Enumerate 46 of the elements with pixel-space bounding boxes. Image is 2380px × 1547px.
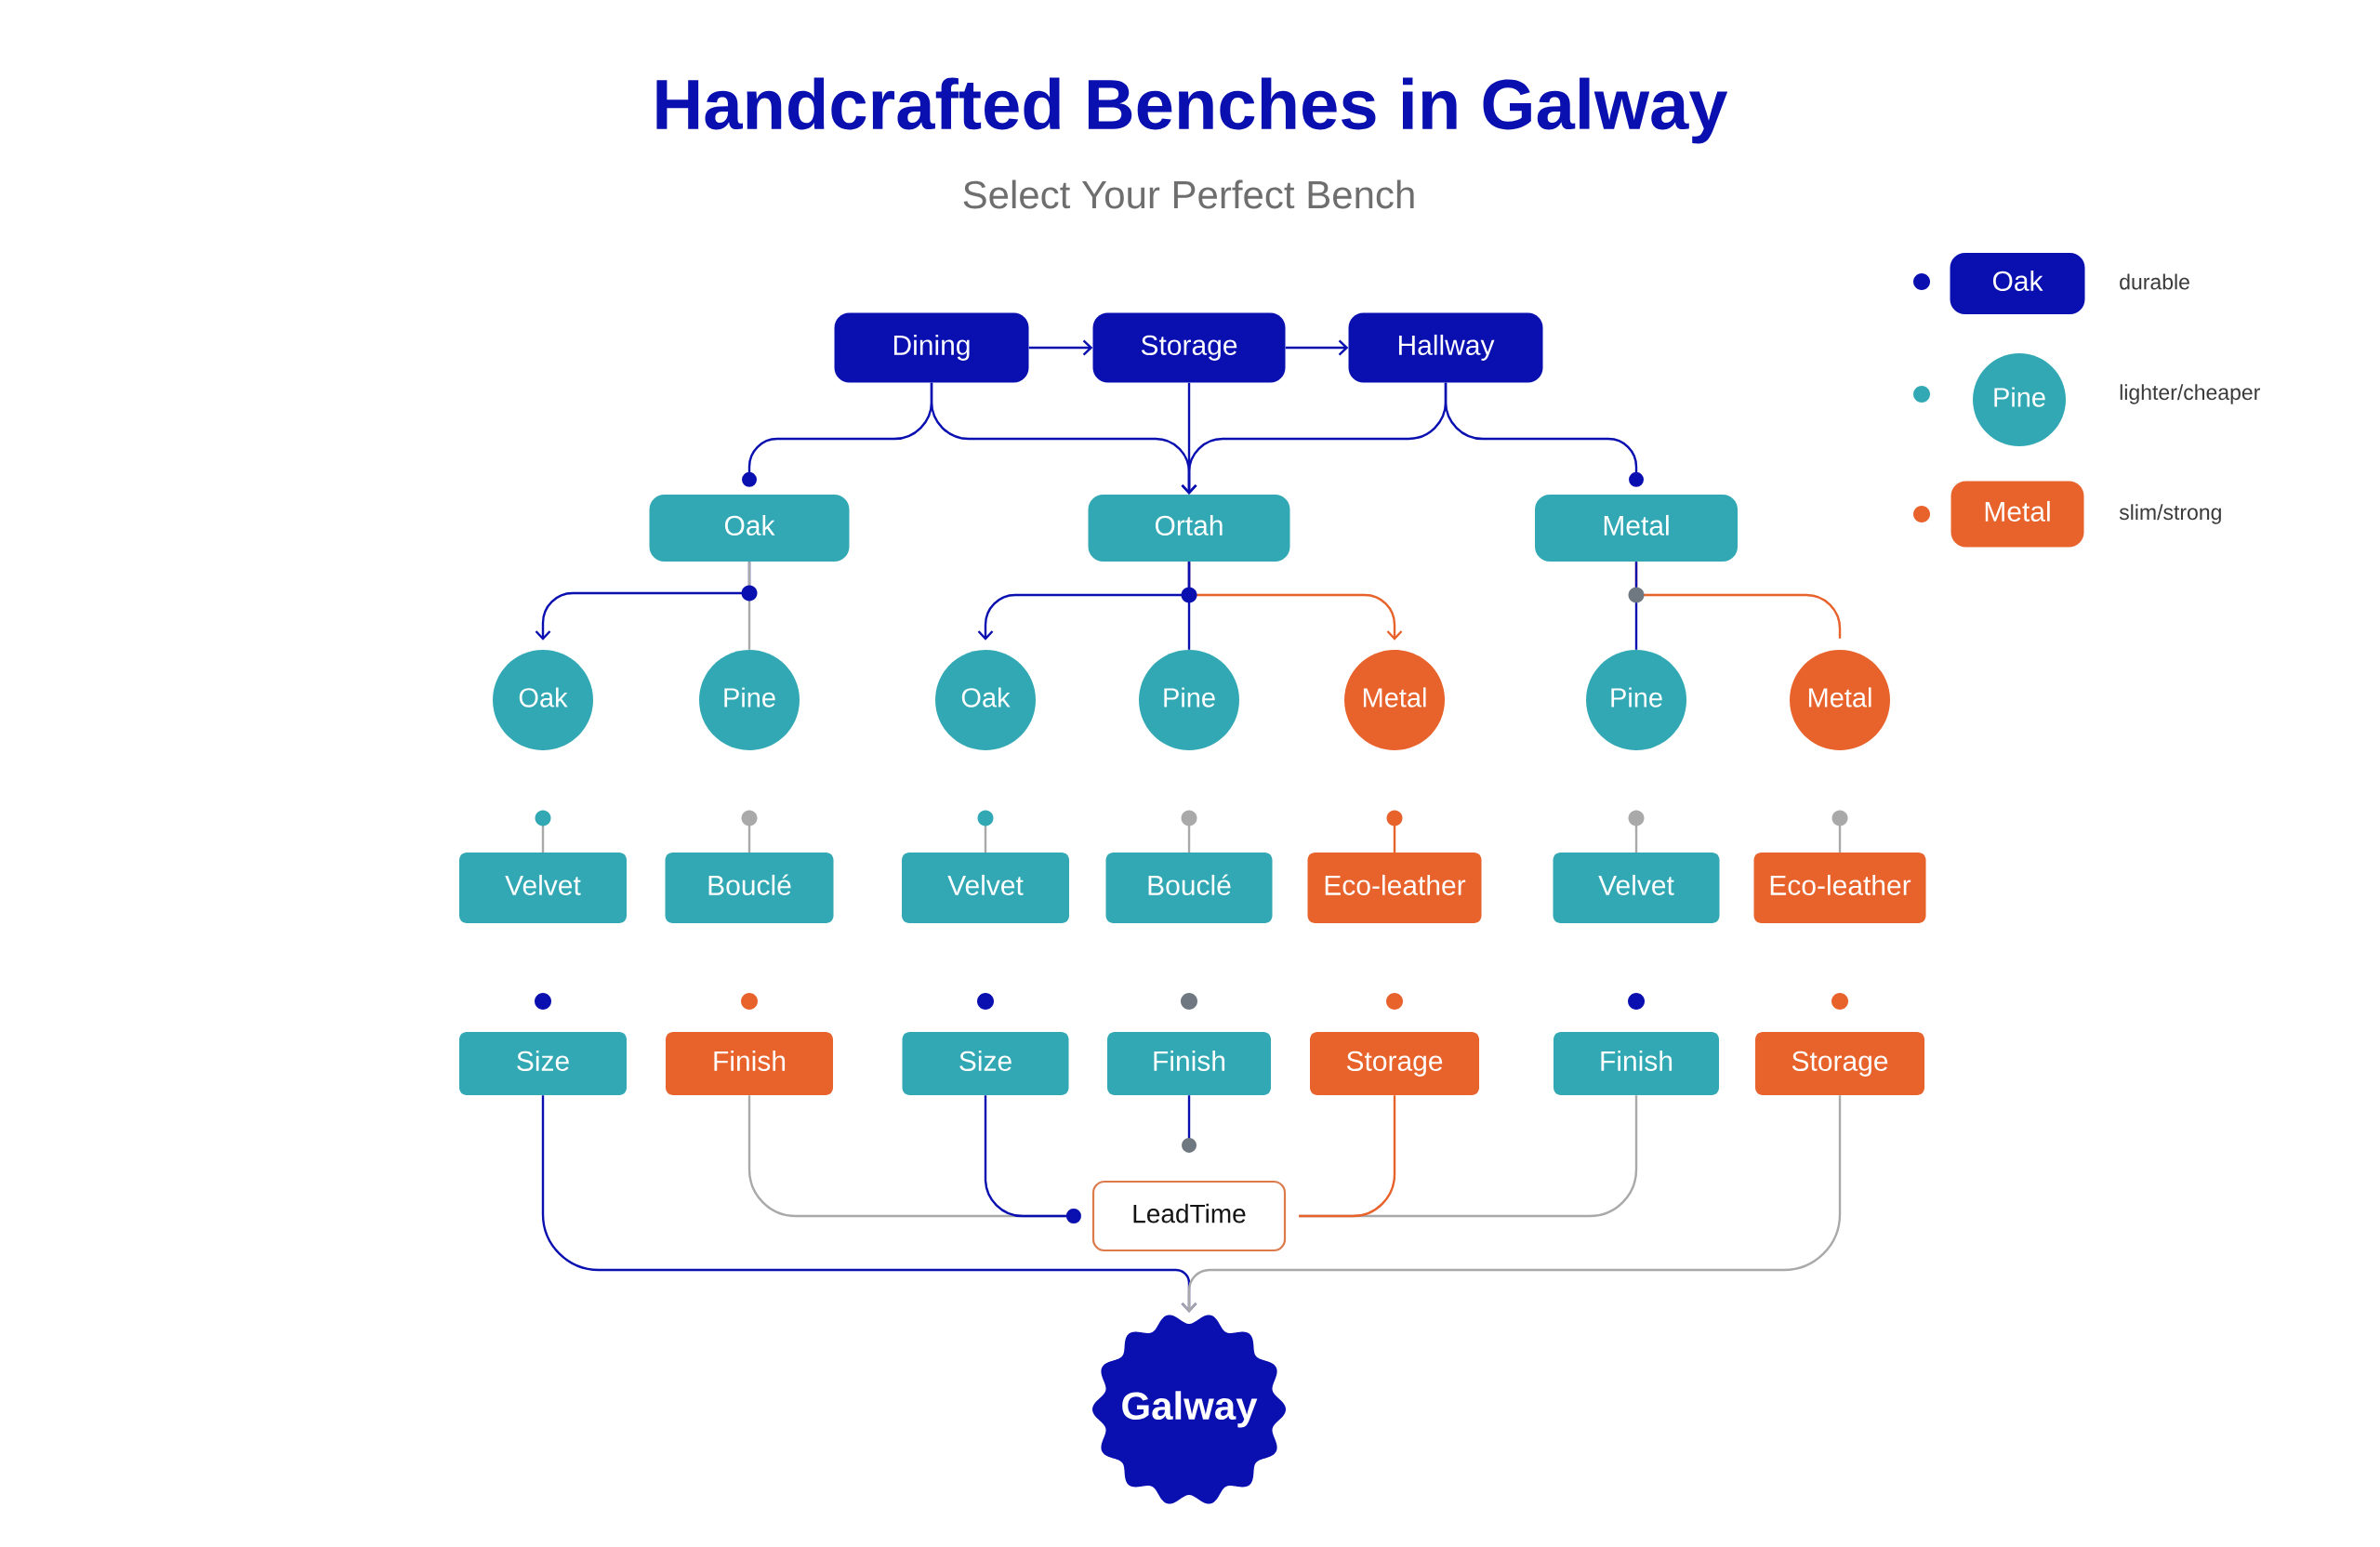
connector-line bbox=[984, 1095, 1081, 1223]
connector-line bbox=[1299, 1095, 1396, 1218]
legend-label: slim/strong bbox=[2119, 504, 2221, 524]
connector-line bbox=[1634, 562, 1638, 650]
process-box: Storage bbox=[1092, 312, 1286, 383]
process-box: Velvet bbox=[902, 853, 1069, 923]
arrow bbox=[1028, 339, 1093, 356]
arrow bbox=[1181, 1095, 1842, 1313]
process-box: Eco-leather bbox=[1307, 853, 1482, 923]
outlined-box: LeadTime bbox=[1091, 1180, 1287, 1252]
process-box: Finish bbox=[1554, 1032, 1719, 1095]
process-box: Metal bbox=[1535, 495, 1738, 562]
circle-node: Pine bbox=[1139, 650, 1239, 750]
badge: Galway bbox=[1092, 1315, 1286, 1504]
circle-node: Metal bbox=[1344, 650, 1445, 750]
process-box: Storage bbox=[1755, 1032, 1924, 1095]
process-box: Size bbox=[902, 1032, 1069, 1095]
title: Handcrafted Benches in Galway bbox=[656, 77, 1728, 144]
circle-node: Pine bbox=[1586, 650, 1686, 750]
legend-label: durable bbox=[2120, 273, 2189, 290]
connector-line bbox=[1187, 562, 1191, 650]
process-box: Ortah bbox=[1088, 495, 1290, 562]
process-box: Eco-leather bbox=[1753, 853, 1926, 923]
process-box: Hallway bbox=[1348, 312, 1543, 383]
connector-line bbox=[1444, 382, 1644, 487]
process-box: Velvet bbox=[1553, 853, 1720, 923]
process-box: Storage bbox=[1310, 1032, 1479, 1095]
process-box: Size bbox=[459, 1032, 627, 1095]
process-box: Oak bbox=[649, 495, 850, 562]
process-box: Dining bbox=[834, 312, 1029, 383]
process-box: Finish bbox=[1107, 1032, 1271, 1095]
circle-node: Pine bbox=[699, 650, 800, 750]
process-box: Bouclé bbox=[1105, 853, 1273, 923]
arrow bbox=[1285, 339, 1349, 356]
subtitle: Select Your Perfect Bench bbox=[963, 179, 1414, 209]
connector-line bbox=[1182, 1095, 1197, 1153]
process-box: Velvet bbox=[459, 853, 627, 923]
connector-line bbox=[747, 562, 751, 650]
circle-node: Metal bbox=[1790, 650, 1890, 750]
legend-box: Oak bbox=[1950, 253, 2085, 314]
circle-node: Oak bbox=[493, 650, 593, 750]
process-box: Finish bbox=[666, 1032, 833, 1095]
legend-label: lighter/cheaper bbox=[2120, 384, 2260, 404]
circle-node: Oak bbox=[935, 650, 1036, 750]
legend-box: Metal bbox=[1950, 481, 2084, 548]
process-box: Bouclé bbox=[665, 853, 834, 923]
